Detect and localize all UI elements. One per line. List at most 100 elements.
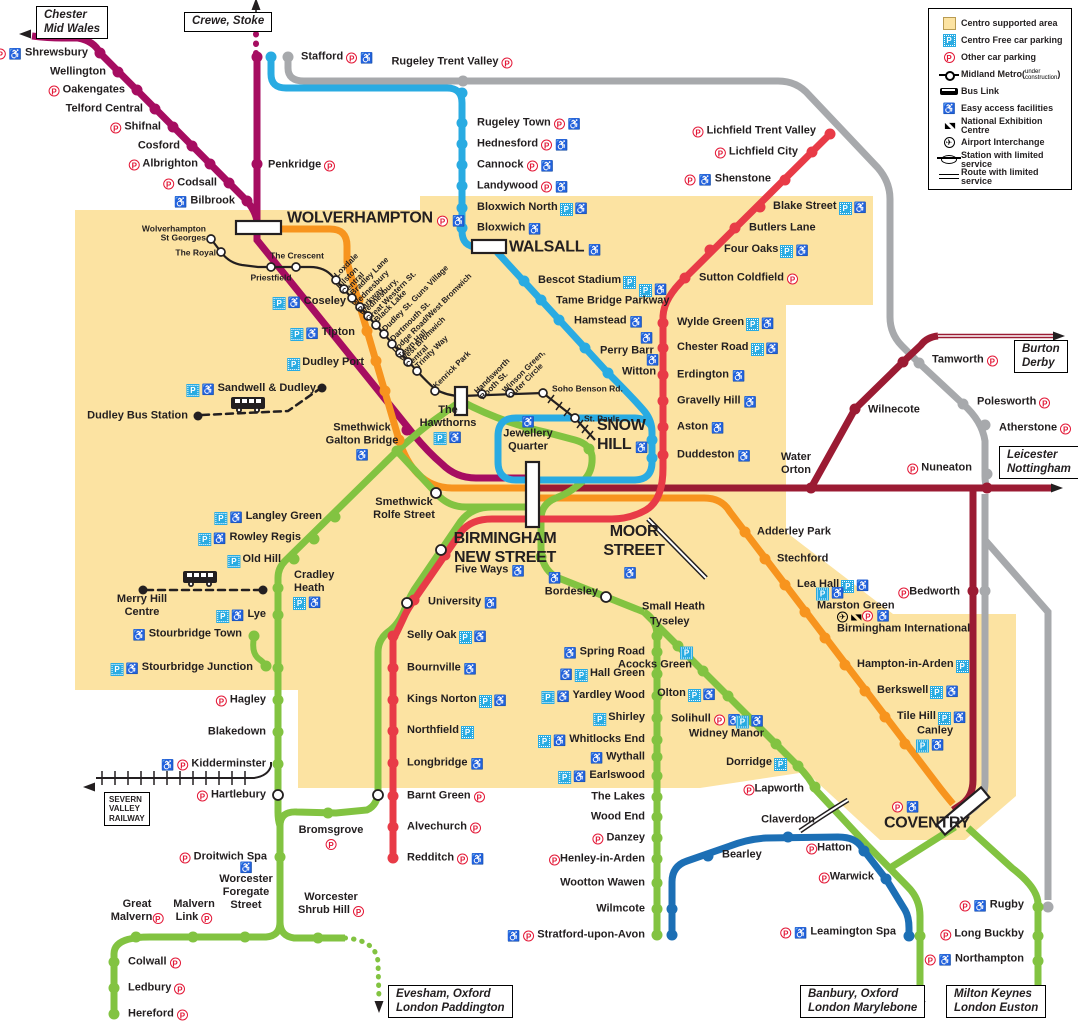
station-dot[interactable] (824, 128, 836, 140)
label-blake-street[interactable]: Blake Street P ♿ (773, 200, 867, 214)
station-dot[interactable] (391, 445, 403, 457)
station-dot[interactable] (251, 51, 263, 63)
metro-stop[interactable] (355, 302, 365, 312)
label-spring-road[interactable]: ♿ Spring Road (563, 645, 645, 660)
station-dot[interactable] (914, 930, 926, 942)
label-the-crescent[interactable]: The Crescent (270, 250, 324, 261)
label-[interactable]: P ♿ Earlswood (559, 769, 645, 783)
label-penkridge[interactable]: Penkridge P (268, 159, 336, 172)
label-wolverhampton[interactable]: WOLVERHAMPTON P ♿ (287, 209, 465, 228)
label-danzey[interactable]: P Danzey (592, 832, 645, 845)
label-butlers-lane[interactable]: Butlers Lane (749, 221, 816, 234)
limited-service-station[interactable] (600, 591, 612, 603)
station-dot[interactable] (747, 715, 759, 727)
label-tame-bridge-parkway[interactable]: Tame Bridge Parkway (556, 294, 670, 307)
label-[interactable]: P ♿ Tipton (291, 326, 355, 340)
station-dot[interactable] (204, 158, 216, 170)
station-dot[interactable] (130, 931, 142, 943)
station-dot[interactable] (553, 314, 565, 326)
label-hednesford[interactable]: Hednesford P ♿ (477, 137, 569, 152)
label-adderley-park[interactable]: Adderley Park (757, 525, 831, 538)
label-the-lakes[interactable]: The Lakes (591, 790, 645, 803)
station-dot[interactable] (880, 873, 892, 885)
label-[interactable]: P ♿ Shenstone (684, 173, 771, 186)
interchange-station[interactable] (453, 385, 469, 417)
station-dot[interactable] (535, 551, 547, 563)
label-solihull[interactable]: Solihull P ♿ (671, 712, 741, 727)
station-dot[interactable] (149, 103, 161, 115)
station-dot[interactable] (651, 877, 663, 889)
station-dot[interactable] (370, 355, 382, 367)
station-dot[interactable] (239, 931, 251, 943)
metro-stop[interactable] (379, 329, 389, 339)
station-dot[interactable] (899, 738, 911, 750)
label-[interactable]: P ♿ Yardley Wood (542, 689, 645, 703)
station-dot[interactable] (401, 424, 413, 436)
label-rugeley-town[interactable]: Rugeley Town P ♿ (477, 116, 581, 131)
station-dot[interactable] (329, 511, 341, 523)
station-dot[interactable] (187, 931, 199, 943)
station-dot[interactable] (518, 275, 530, 287)
station-dot[interactable] (754, 201, 766, 213)
label-longbridge[interactable]: Longbridge ♿ (407, 756, 484, 771)
station-dot[interactable] (859, 685, 871, 697)
label-shirley[interactable]: P Shirley (594, 711, 645, 725)
label-coventry[interactable]: COVENTRY (884, 814, 970, 832)
label-[interactable]: P ♿ (640, 282, 667, 296)
station-dot[interactable] (657, 317, 669, 329)
label-bloxwich-north[interactable]: Bloxwich North P ♿ (477, 201, 588, 215)
station-dot[interactable] (272, 609, 284, 621)
label-oakengates[interactable]: P Oakengates (48, 84, 125, 97)
station-dot[interactable] (722, 690, 734, 702)
label-[interactable]: ♿ P Hall Green (559, 667, 645, 681)
label-[interactable]: ♿ P Kidderminster (161, 757, 266, 772)
label-atherstone[interactable]: Atherstone P (999, 422, 1072, 435)
metro-stop[interactable] (291, 262, 301, 272)
station-dot[interactable] (651, 770, 663, 782)
metro-stop[interactable] (363, 311, 373, 321)
station-dot[interactable] (387, 725, 399, 737)
label-tamworth[interactable]: Tamworth P (932, 354, 998, 367)
label-albrighton[interactable]: P Albrighton (128, 158, 198, 171)
station-dot[interactable] (979, 419, 991, 431)
metro-stop[interactable] (412, 366, 422, 376)
label-lichfield-city[interactable]: P Lichfield City (714, 146, 798, 159)
label-blakedown[interactable]: Blakedown (207, 725, 266, 738)
station-dot[interactable] (806, 146, 818, 158)
label-tyseley[interactable]: Tyseley (650, 615, 690, 628)
label-[interactable]: P ♿Widney Manor (688, 715, 764, 740)
label-kings-norton[interactable]: Kings Norton P ♿ (407, 693, 507, 707)
label-chester-road[interactable]: Chester Road P ♿ (677, 341, 779, 355)
label-hampton-in-arden[interactable]: Hampton-in-Arden P (857, 658, 968, 672)
station-dot[interactable] (387, 757, 399, 769)
station-dot[interactable] (657, 342, 669, 354)
station-dot[interactable] (108, 956, 120, 968)
label-northfield[interactable]: Northfield P (407, 724, 473, 738)
station-dot[interactable] (646, 452, 658, 464)
metro-stop[interactable] (538, 388, 548, 398)
metro-stop[interactable] (403, 357, 413, 367)
label-alvechurch[interactable]: Alvechurch P (407, 821, 481, 834)
interchange-station[interactable] (234, 219, 283, 236)
label-[interactable]: P ♿ Lye (217, 608, 266, 622)
metro-stop[interactable] (395, 348, 405, 358)
label-telford-central[interactable]: Telford Central (65, 102, 143, 115)
label-hereford[interactable]: Hereford P (128, 1008, 188, 1021)
station-dot[interactable] (657, 395, 669, 407)
label-olton[interactable]: Olton P ♿ (657, 687, 716, 701)
label-perry-barr[interactable]: Perry Barr (600, 344, 654, 357)
station-dot[interactable] (879, 711, 891, 723)
station-dot[interactable] (260, 660, 272, 672)
station-dot[interactable] (729, 222, 741, 234)
